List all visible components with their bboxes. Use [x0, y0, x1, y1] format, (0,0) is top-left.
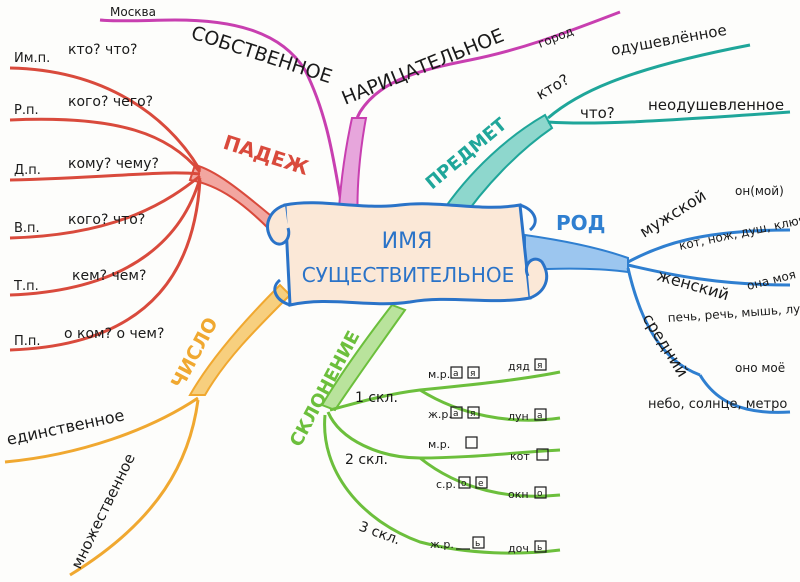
- gender-fem-pronoun: она моя: [745, 267, 797, 293]
- sklonenie-branch: СКЛОНЕНИЕ 1 скл. 2 скл. 3 скл. м.р. а я …: [286, 303, 561, 555]
- gender-fem-examples: печь, речь, мышь, луна: [667, 301, 800, 325]
- sklon-1-2-end-b: я: [470, 409, 475, 419]
- case-question-2: кого? чего?: [68, 94, 153, 110]
- gender-fem: женский: [655, 266, 731, 305]
- sklon-group-2: 2 скл.: [345, 452, 388, 468]
- proper-label: СОБСТВЕННОЕ: [188, 22, 334, 88]
- gender-neut-pronoun: оно моё: [735, 361, 785, 375]
- sklon-1-1-example-end: я: [537, 361, 542, 371]
- sklon-2-1-example: кот: [510, 450, 530, 463]
- gender-masc: мужской: [636, 186, 709, 242]
- center-title-line2: СУЩЕСТВИТЕЛЬНОЕ: [302, 263, 515, 287]
- sklon-group-3: 3 скл.: [357, 519, 403, 549]
- sklon-3-1-example: доч: [508, 542, 529, 555]
- padezh-title: ПАДЕЖ: [220, 130, 312, 180]
- center-scroll: ИМЯ СУЩЕСТВИТЕЛЬНОЕ: [266, 201, 549, 307]
- sklon-2-2-example-end: о: [537, 489, 543, 499]
- sklon-1-1-example: дяд: [508, 360, 530, 373]
- ending-box: [536, 448, 549, 461]
- case-abbr-6: П.п.: [14, 334, 41, 349]
- ending-box: [534, 486, 547, 499]
- sklon-2-2-end-b: е: [478, 479, 484, 489]
- ending-box: [467, 406, 480, 419]
- sklon-3-1-example-end: ь: [537, 543, 542, 553]
- sklon-group-1: 1 скл.: [355, 390, 398, 406]
- case-question-1: кто? что?: [68, 42, 137, 58]
- gender-masc-pronoun: он(мой): [735, 184, 784, 198]
- ending-box: [450, 406, 463, 419]
- sklon-1-2-gender: ж.р.: [428, 408, 452, 421]
- ending-box: [534, 408, 547, 421]
- case-question-4: кого? что?: [68, 212, 145, 228]
- ending-box: [450, 366, 463, 379]
- case-question-6: о ком? о чем?: [64, 326, 164, 342]
- ending-box: [472, 536, 485, 549]
- sklon-2-2-example: окн: [508, 488, 529, 501]
- case-abbr-2: Р.п.: [14, 103, 39, 118]
- gender-neut-examples: небо, солнце, метро: [648, 397, 787, 412]
- sklon-1-1-end-a: а: [453, 369, 459, 379]
- center-title-line1: ИМЯ: [382, 229, 433, 254]
- predmet-inanimate: неодушевленное: [648, 96, 784, 114]
- sklon-1-1-end-b: я: [470, 369, 475, 379]
- predmet-q1: кто?: [533, 70, 572, 103]
- singular-label: единственное: [5, 405, 126, 448]
- case-abbr-1: Им.п.: [14, 51, 50, 66]
- common-example: город: [536, 24, 575, 51]
- predmet-q2: что?: [580, 104, 615, 122]
- sklon-2-2-end-a: о: [461, 479, 467, 489]
- ending-box: [534, 540, 547, 553]
- case-question-3: кому? чему?: [68, 156, 159, 172]
- sklon-2-2-gender: с.р.: [436, 478, 456, 491]
- ending-box: [467, 366, 480, 379]
- ending-box: [534, 358, 547, 371]
- case-abbr-4: В.п.: [14, 221, 40, 236]
- case-abbr-3: Д.п.: [14, 163, 41, 178]
- ending-box: [458, 476, 471, 489]
- common-label: НАРИЦАТЕЛЬНОЕ: [339, 24, 508, 109]
- gender-masc-examples: кот, нож, душ, ключ: [678, 212, 800, 253]
- case-question-5: кем? чем?: [72, 268, 146, 284]
- case-abbr-5: Т.п.: [13, 279, 39, 294]
- sklon-1-2-end-a: а: [453, 409, 459, 419]
- rod-branch: РОД мужской он(мой) кот, нож, душ, ключ …: [524, 184, 800, 414]
- sklon-1-2-example: лун: [508, 410, 529, 423]
- sklon-1-1-gender: м.р.: [428, 368, 450, 381]
- ending-box: [475, 476, 488, 489]
- sklon-3-1-gender: ж.р.: [430, 538, 454, 551]
- proper-example: Москва: [110, 5, 156, 19]
- rod-title: РОД: [556, 211, 605, 235]
- ending-box: [465, 436, 478, 449]
- sklon-2-1-gender: м.р.: [428, 438, 450, 451]
- sklon-3-1-end: ь: [475, 539, 480, 549]
- sklon-1-2-example-end: а: [537, 411, 543, 421]
